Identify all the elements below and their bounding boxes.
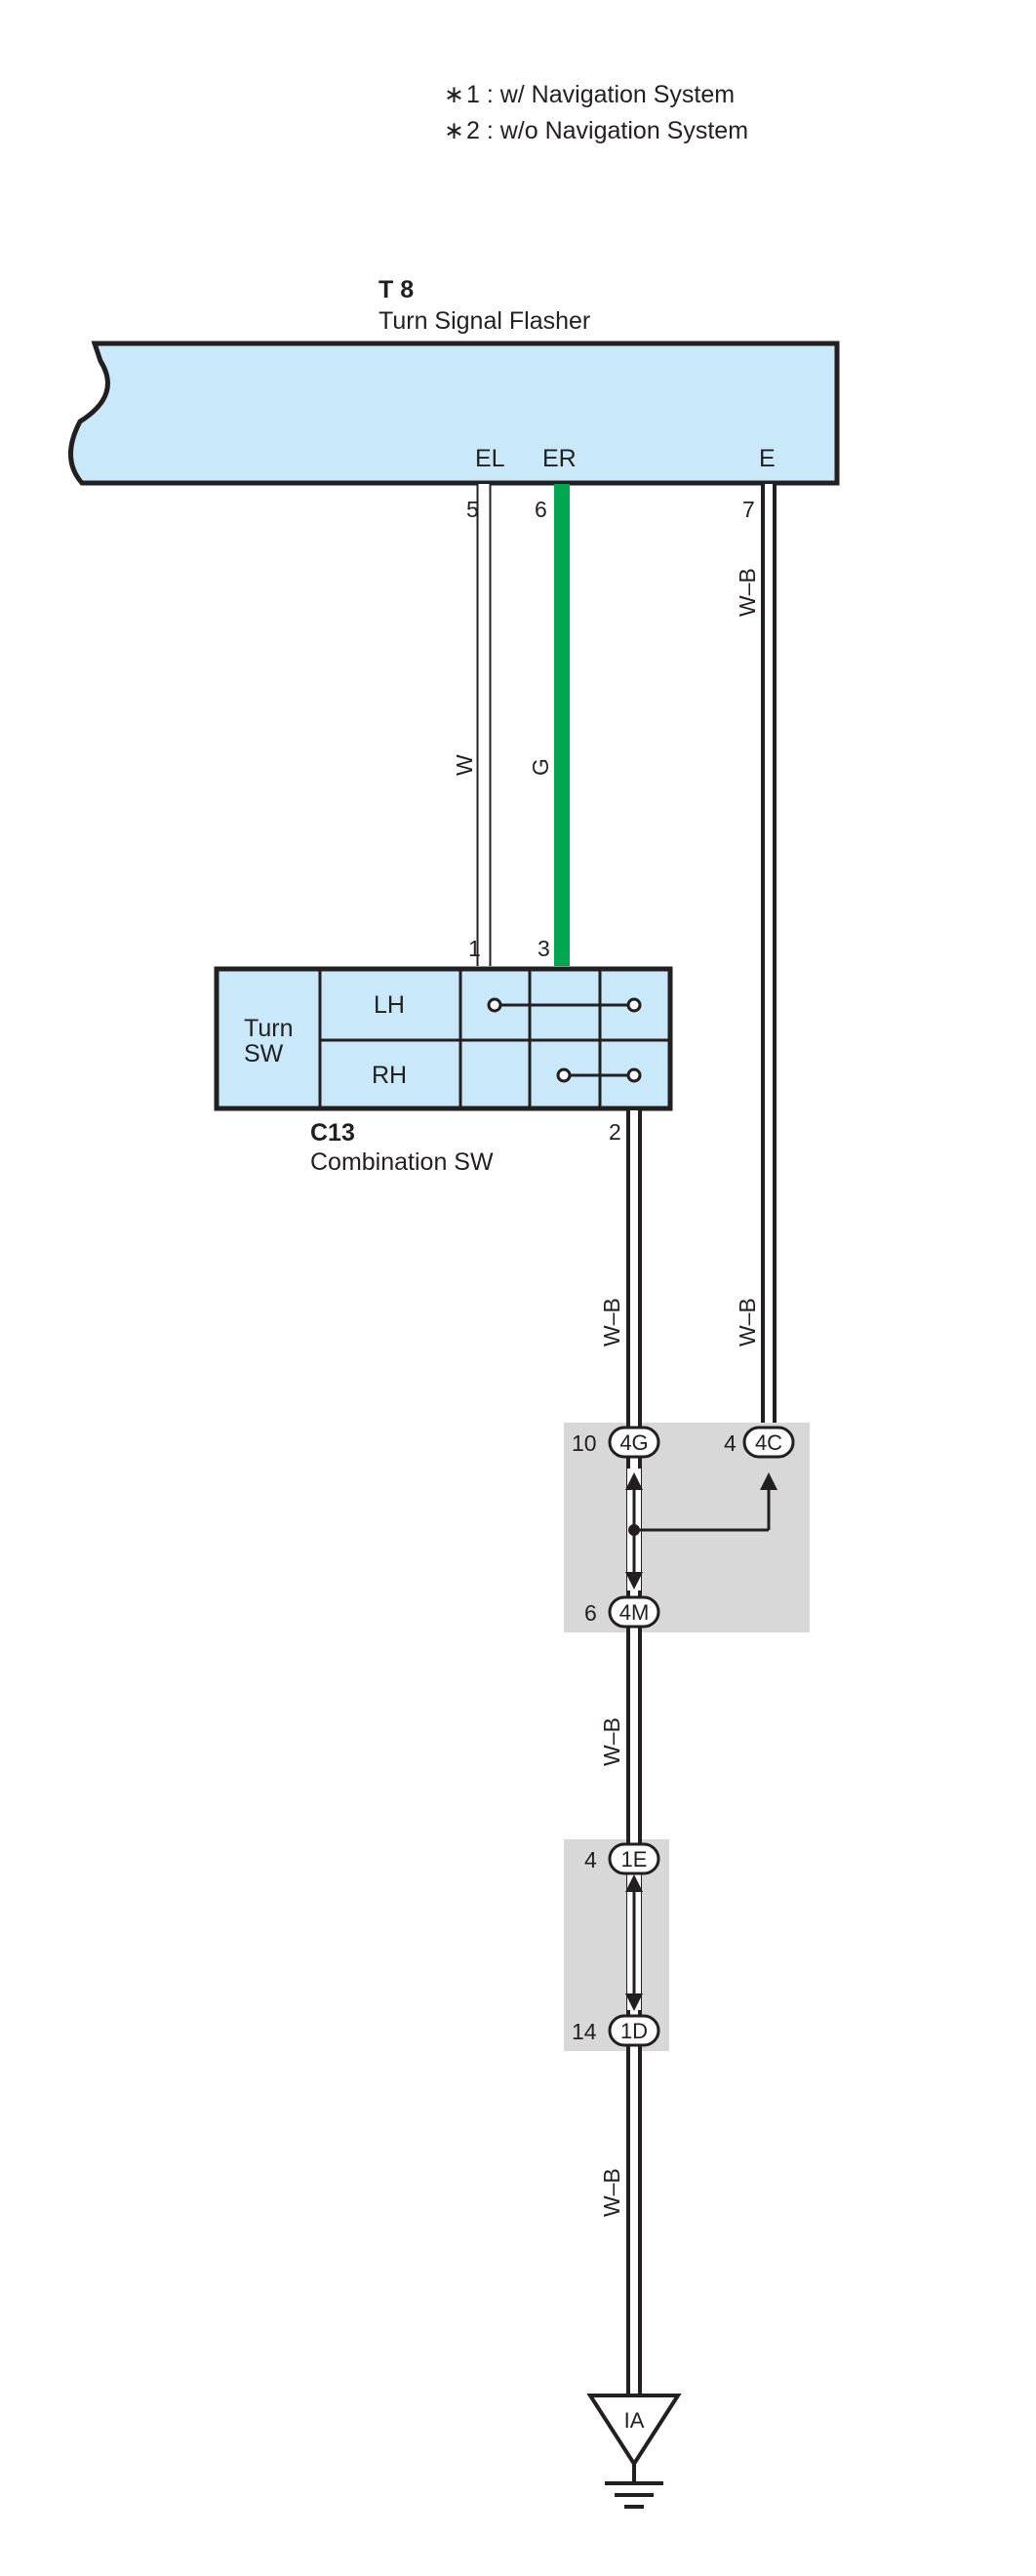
- svg-text:4M: 4M: [619, 1600, 650, 1625]
- lh-contact-right: [626, 997, 642, 1013]
- wire-label-e-4c: W–B: [735, 1298, 760, 1347]
- junction-block-1: [564, 1839, 669, 2051]
- sw-pin-1: 1: [468, 936, 481, 961]
- svg-text:4G: 4G: [619, 1430, 648, 1455]
- ground-label: IA: [624, 2408, 645, 2433]
- junction-1e: 1E 4: [584, 1842, 660, 1875]
- terminal-el: EL: [475, 445, 505, 472]
- flasher-body: [68, 341, 840, 486]
- note-marker-1: ∗: [444, 81, 464, 108]
- wire-label-e: W–B: [735, 568, 760, 617]
- switch-row-lh: LH: [374, 991, 405, 1019]
- junction-4g-pin: 10: [572, 1430, 597, 1456]
- svg-text:1E: 1E: [621, 1847, 648, 1872]
- switch-title-2: SW: [244, 1040, 284, 1067]
- ground-icon: [605, 2481, 663, 2509]
- junction-1d-pin: 14: [572, 2019, 597, 2044]
- pin-er: 6: [535, 497, 547, 522]
- junction-1d: 1D 14: [572, 2014, 660, 2047]
- junction-4c-pin: 4: [724, 1430, 737, 1456]
- lh-contact-left: [487, 997, 502, 1013]
- junction-1e-pin: 4: [584, 1847, 597, 1872]
- switch-row-rh: RH: [372, 1062, 407, 1089]
- svg-text:1D: 1D: [620, 2019, 648, 2043]
- junction-4m-pin: 6: [584, 1600, 597, 1626]
- svg-text:4C: 4C: [755, 1430, 782, 1455]
- note-2: 2 : w/o Navigation System: [466, 117, 748, 144]
- note-1: 1 : w/ Navigation System: [466, 81, 735, 108]
- ground-point: IA: [586, 2394, 682, 2509]
- terminal-e: E: [759, 445, 776, 472]
- junction-4m: 4M 6: [584, 1595, 660, 1629]
- note-marker-2: ∗: [444, 117, 464, 144]
- switch-code: C13: [310, 1119, 355, 1147]
- junction-4g: 4G 10: [572, 1426, 660, 1459]
- flasher-name: Turn Signal Flasher: [379, 307, 590, 335]
- wire-label-sw-4g: W–B: [599, 1298, 624, 1347]
- turn-signal-flasher: T 8 Turn Signal Flasher EL ER E: [68, 276, 840, 486]
- rh-contact-left: [556, 1067, 572, 1083]
- sw-pin-2: 2: [609, 1119, 621, 1145]
- pin-e: 7: [742, 497, 755, 522]
- rh-contact-right: [626, 1067, 642, 1083]
- switch-name: Combination SW: [310, 1148, 494, 1176]
- terminal-er: ER: [542, 445, 577, 472]
- junction-4-internal: [625, 1469, 777, 1590]
- wire-label-1d-ground: W–B: [599, 2168, 624, 2217]
- ground-triangle: [586, 2394, 682, 2468]
- pin-el: 5: [466, 497, 479, 522]
- junction-4c: 4C 4: [724, 1426, 795, 1459]
- switch-title-1: Turn: [244, 1015, 293, 1042]
- splice-point: [628, 1524, 640, 1536]
- wire-label-el: W: [452, 754, 477, 776]
- combination-switch: 1 3 Turn SW LH RH C13 Combination SW 2: [214, 936, 673, 1176]
- wire-label-er: G: [528, 758, 553, 776]
- wire-label-4m-1e: W–B: [599, 1717, 624, 1766]
- sw-pin-3: 3: [538, 936, 550, 961]
- notes: ∗ 1 : w/ Navigation System ∗ 2 : w/o Nav…: [444, 81, 748, 144]
- flasher-code: T 8: [379, 276, 414, 303]
